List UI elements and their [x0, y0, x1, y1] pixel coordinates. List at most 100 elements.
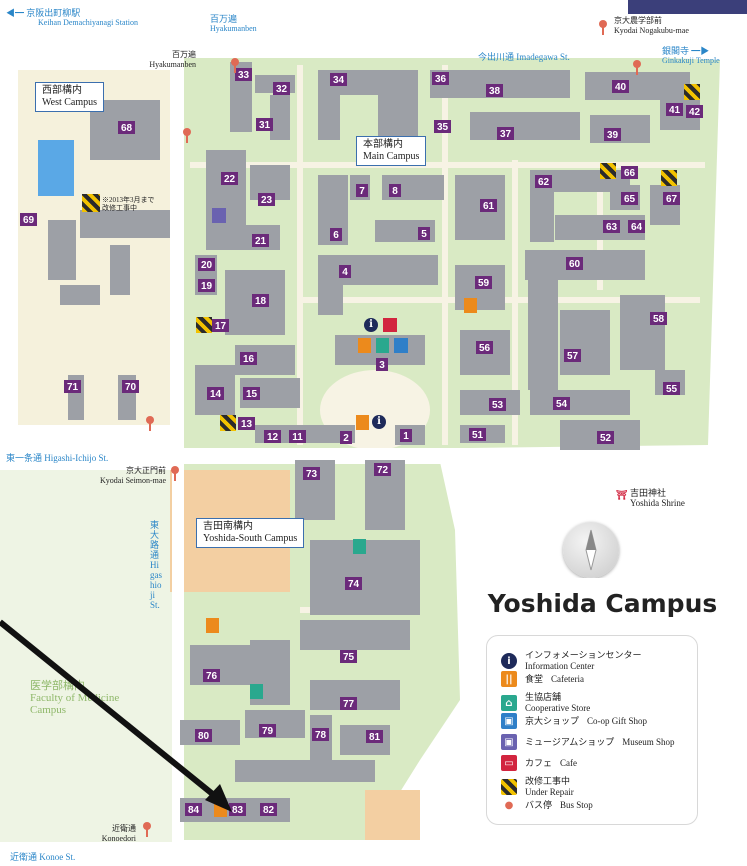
svg-text:18: 18 [255, 296, 267, 307]
cafeteria-icon [206, 618, 219, 633]
building-label-64: 64 [628, 220, 645, 233]
svg-text:40: 40 [615, 82, 627, 93]
svg-text:55: 55 [666, 384, 678, 395]
svg-text:4: 4 [342, 267, 348, 278]
building-label-81: 81 [366, 730, 383, 743]
street-konoe: 近衛通 Konoe St. [10, 852, 76, 862]
building-label-54: 54 [553, 397, 570, 410]
under-repair-icon [684, 84, 700, 100]
cafeteria-icon [214, 802, 227, 817]
svg-text:51: 51 [472, 430, 484, 441]
repair-note: ※2013年3月まで改修工事中 [102, 196, 155, 212]
building-label-33: 33 [235, 68, 252, 81]
legend-label-en: Cooperative Store [525, 703, 591, 713]
svg-text:36: 36 [435, 74, 447, 85]
svg-text:20: 20 [201, 260, 213, 271]
legend-label-ja: カフェ [525, 757, 553, 768]
svg-text:74: 74 [348, 579, 360, 590]
svg-text:42: 42 [689, 107, 701, 118]
building-label-16: 16 [240, 352, 257, 365]
building-label-53: 53 [489, 398, 506, 411]
svg-text:15: 15 [246, 389, 258, 400]
building-label-35: 35 [434, 120, 451, 133]
building-label-21: 21 [252, 234, 269, 247]
building-label-79: 79 [259, 724, 276, 737]
building-label-59: 59 [475, 276, 492, 289]
information-icon: i [501, 653, 517, 669]
legend-label-en: Bus Stop [560, 799, 593, 810]
building-label-41: 41 [666, 103, 683, 116]
building-label-60: 60 [566, 257, 583, 270]
svg-text:17: 17 [215, 321, 227, 332]
svg-text:68: 68 [121, 123, 133, 134]
building-label-70: 70 [122, 380, 139, 393]
svg-text:57: 57 [567, 351, 579, 362]
svg-text:65: 65 [624, 194, 636, 205]
building-label-8: 8 [389, 184, 401, 197]
svg-text:66: 66 [624, 168, 636, 179]
svg-text:19: 19 [201, 281, 213, 292]
building-label-77: 77 [340, 697, 357, 710]
building-label-18: 18 [252, 294, 269, 307]
building-label-5: 5 [418, 227, 430, 240]
svg-text:6: 6 [333, 230, 339, 241]
bus-stop-icon: ● [504, 799, 514, 811]
header-bar [628, 0, 747, 14]
building-label-75: 75 [340, 650, 357, 663]
street-higashi-ichijo: 東一条通 Higashi-Ichijo St. [6, 453, 109, 463]
svg-text:31: 31 [259, 120, 271, 131]
svg-text:67: 67 [666, 194, 678, 205]
building-label-61: 61 [480, 199, 497, 212]
legend-label-ja: 改修工事中 [525, 776, 571, 786]
building-label-72: 72 [374, 463, 391, 476]
information-icon: i [364, 318, 378, 332]
building-label-51: 51 [469, 428, 486, 441]
svg-text:53: 53 [492, 400, 504, 411]
under-repair-icon [220, 415, 236, 431]
bus-stop-icon [142, 822, 152, 838]
svg-text:60: 60 [569, 259, 581, 270]
building-label-84: 84 [185, 803, 202, 816]
svg-text:71: 71 [67, 382, 79, 393]
svg-text:11: 11 [292, 432, 303, 443]
svg-text:69: 69 [23, 215, 35, 226]
building-label-38: 38 [486, 84, 503, 97]
building-label-32: 32 [273, 82, 290, 95]
coop-store-icon [353, 539, 366, 554]
svg-text:77: 77 [343, 699, 355, 710]
svg-text:82: 82 [263, 805, 275, 816]
bus-stop-icon [230, 58, 240, 74]
building-label-14: 14 [207, 387, 224, 400]
svg-text:14: 14 [210, 389, 222, 400]
building-label-65: 65 [621, 192, 638, 205]
svg-text:37: 37 [500, 129, 512, 140]
higashi-ichijo-road [0, 448, 747, 464]
bus-stop-icon [145, 416, 155, 432]
svg-text:21: 21 [255, 236, 267, 247]
building-label-7: 7 [356, 184, 368, 197]
street-imadegawa: 今出川通 Imadegawa St. [478, 52, 570, 62]
cafeteria-icon: || [501, 671, 517, 687]
museum-shop-icon [212, 208, 226, 223]
information-icon: i [372, 415, 386, 429]
svg-text:83: 83 [232, 805, 244, 816]
coop-store-icon: ⌂ [501, 695, 517, 711]
svg-text:34: 34 [333, 75, 345, 86]
building-label-37: 37 [497, 127, 514, 140]
building-label-73: 73 [303, 467, 320, 480]
north-compass-icon [563, 522, 619, 578]
building-label-4: 4 [339, 265, 351, 278]
building-label-34: 34 [330, 73, 347, 86]
building-label-12: 12 [264, 430, 281, 443]
bus-stop-icon [598, 20, 608, 36]
svg-text:81: 81 [369, 732, 381, 743]
building-label-23: 23 [258, 193, 275, 206]
under-repair-icon [82, 194, 100, 212]
